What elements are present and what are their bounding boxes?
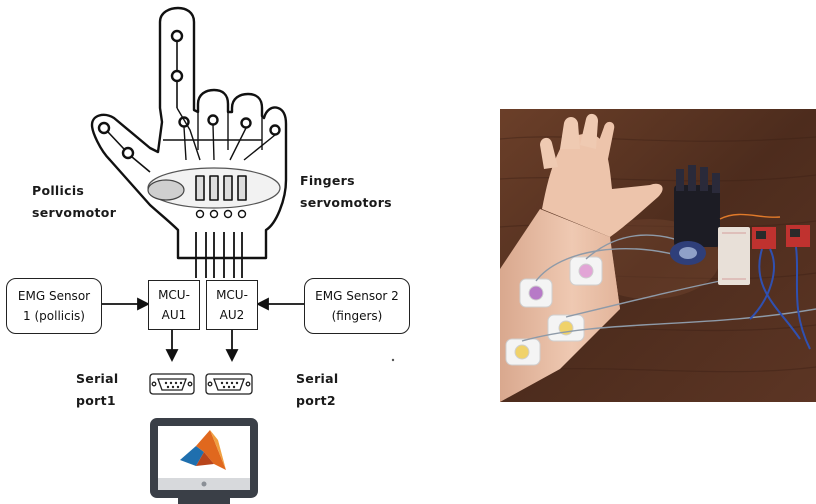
serial-port1-label: Serial port1 [76,371,119,408]
matlab-logo-icon [180,430,226,470]
serial-port2-label: Serial port2 [296,371,339,408]
pollicis-servomotor-label: Pollicis servomotor [32,183,117,220]
db9-serial-port-icon [149,373,195,395]
db9-serial-port-icon [205,373,253,395]
fingers-servomotors-label: Fingers servomotors [300,173,392,210]
mcu-au2-box: MCU- AU2 [206,280,258,330]
robotic-hand-icon [90,6,288,278]
mcu-au1-box: MCU- AU1 [148,280,200,330]
connection-arrows [100,297,306,363]
emg-sensor-1-box: EMG Sensor 1 (pollicis) [6,278,102,334]
emg-sensor-2-box: EMG Sensor 2 (fingers) [304,278,410,334]
prototype-photo-drawing [500,109,816,402]
prototype-photo [500,109,816,402]
